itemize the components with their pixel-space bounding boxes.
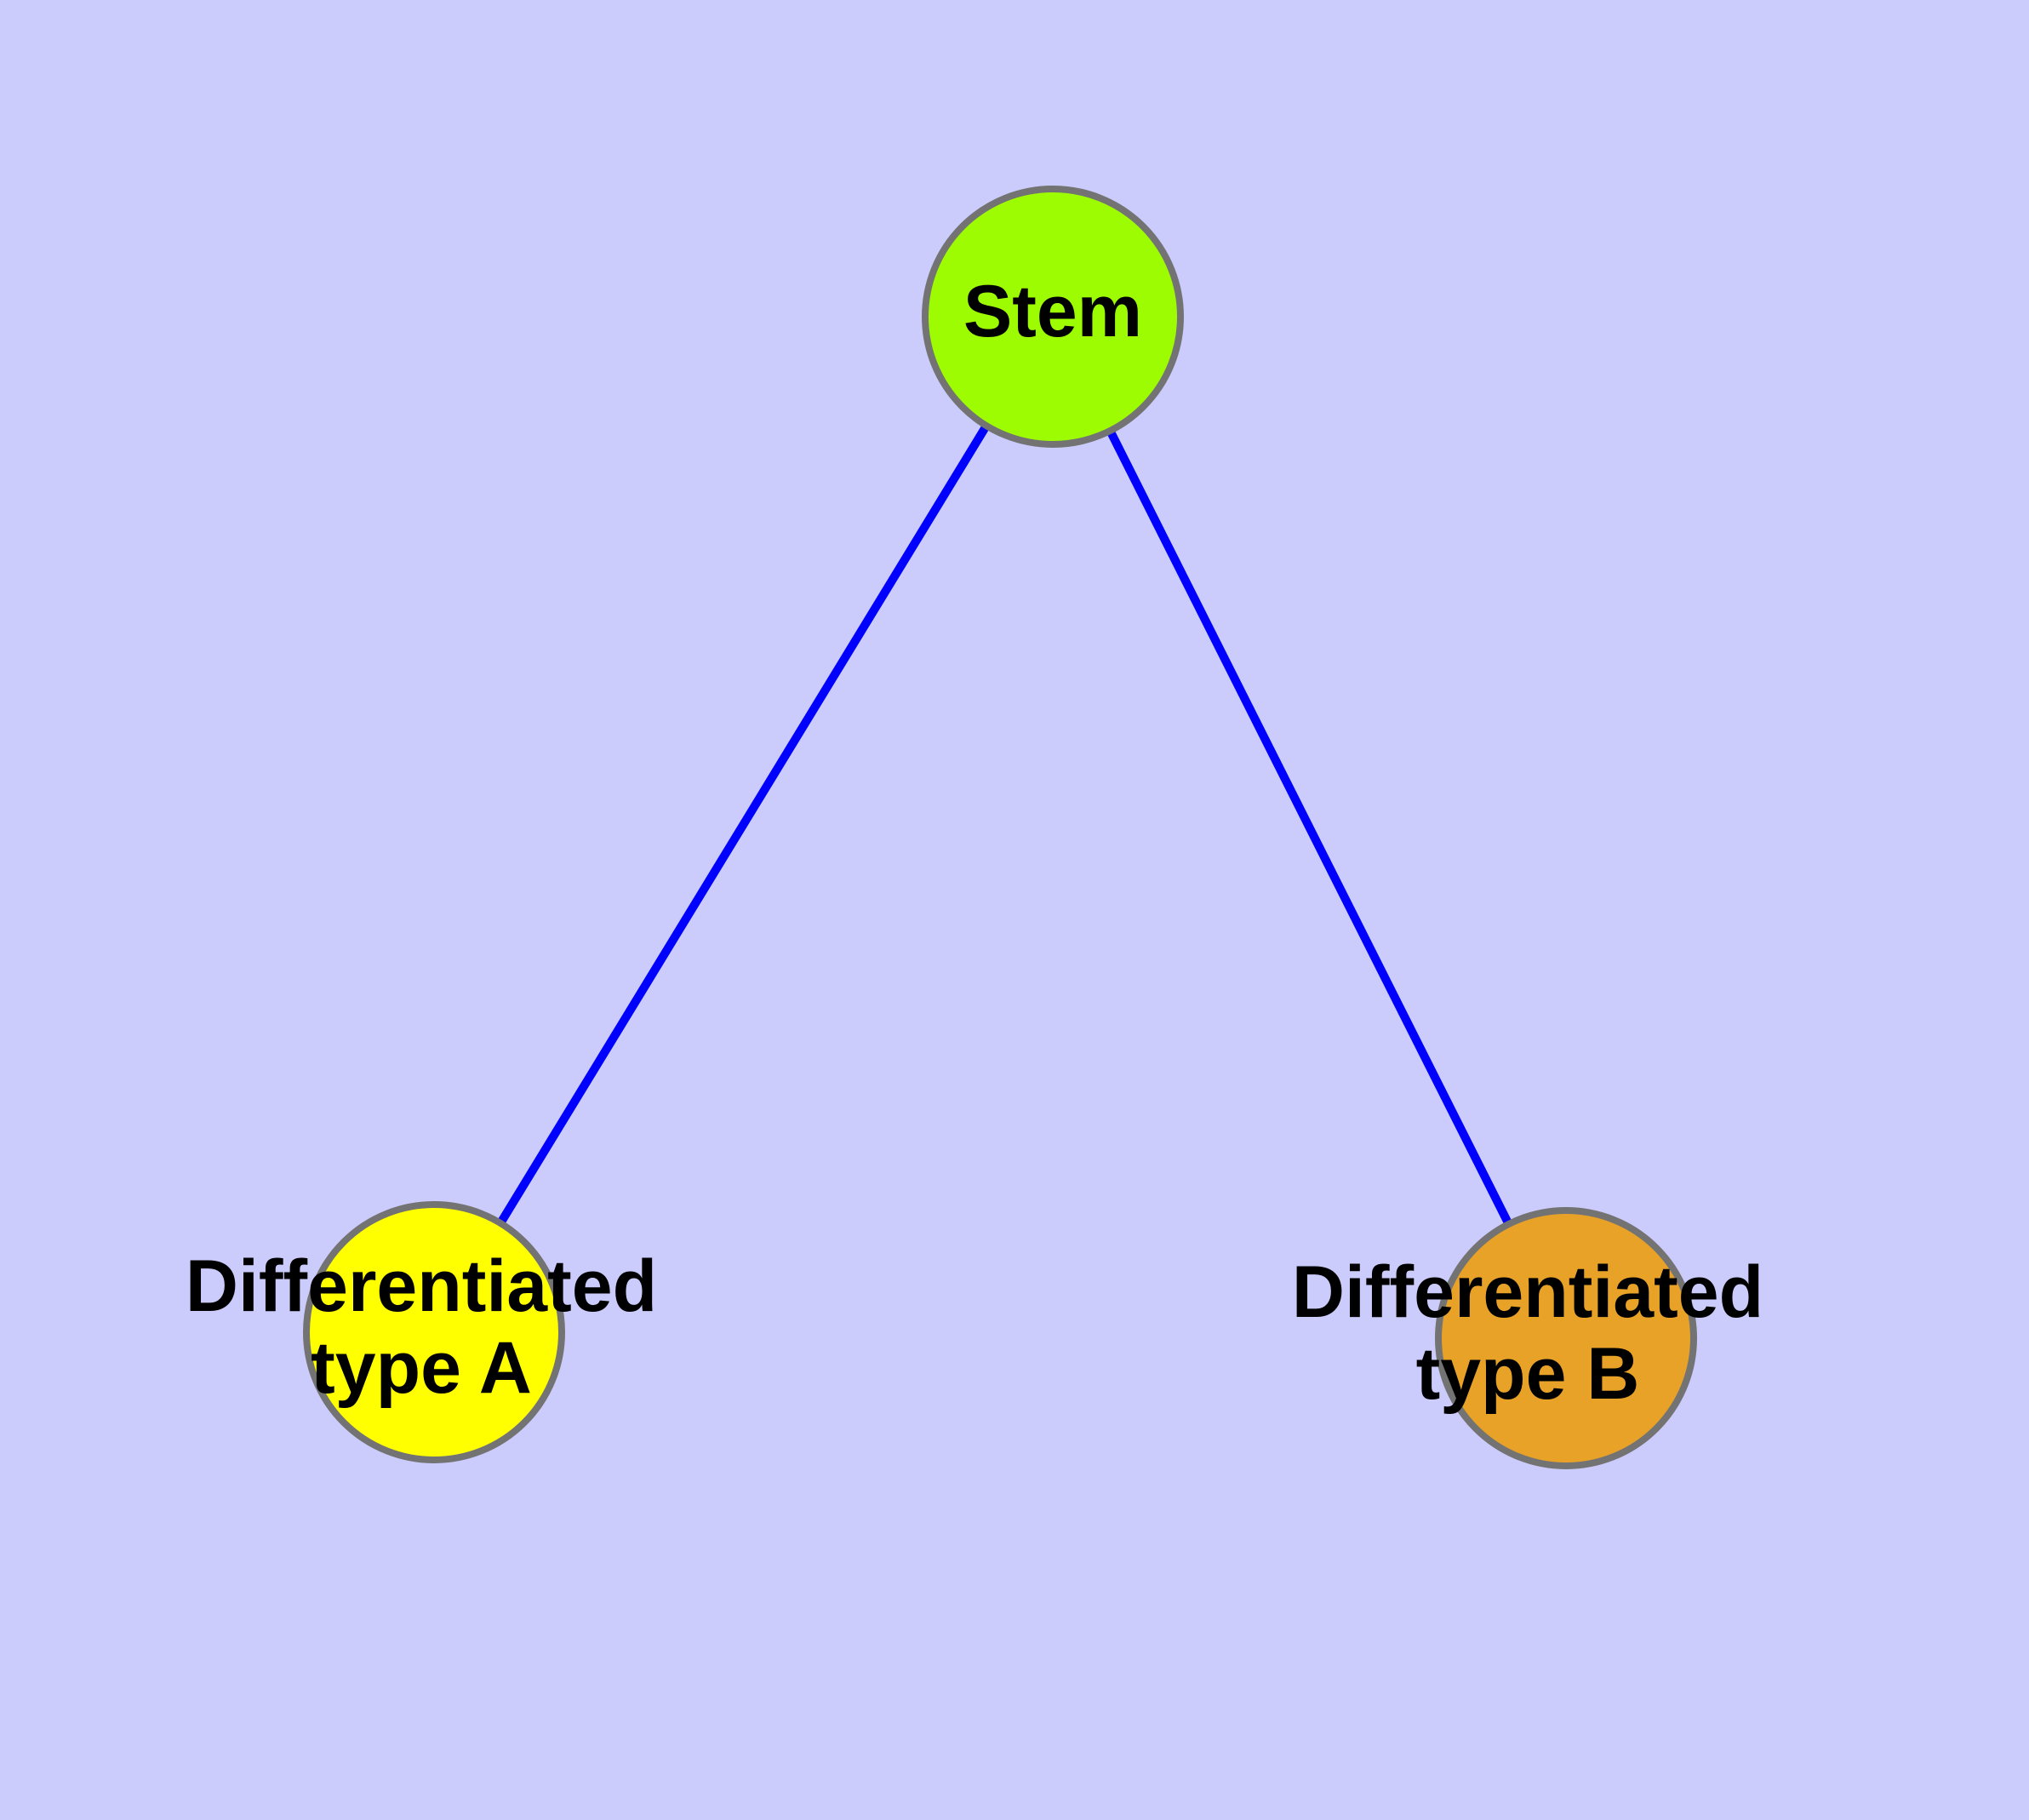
- node-layer: [303, 186, 1697, 1469]
- graph-edge[interactable]: [1049, 314, 1570, 1341]
- graph-node-diff-b[interactable]: [1435, 1207, 1697, 1469]
- node-label-stem: Stem: [963, 271, 1142, 352]
- graph-node-stem[interactable]: [922, 186, 1184, 448]
- graph-node-diff-a[interactable]: [303, 1201, 565, 1463]
- node-label-line: type A: [311, 1327, 532, 1409]
- node-label-line: Stem: [963, 271, 1142, 352]
- edge-layer: [430, 314, 1570, 1341]
- node-label-line: type B: [1416, 1333, 1640, 1415]
- node-label-line: Differentiated: [1292, 1251, 1763, 1333]
- node-label-line: Differentiated: [186, 1245, 657, 1327]
- graph-edge[interactable]: [430, 314, 1057, 1335]
